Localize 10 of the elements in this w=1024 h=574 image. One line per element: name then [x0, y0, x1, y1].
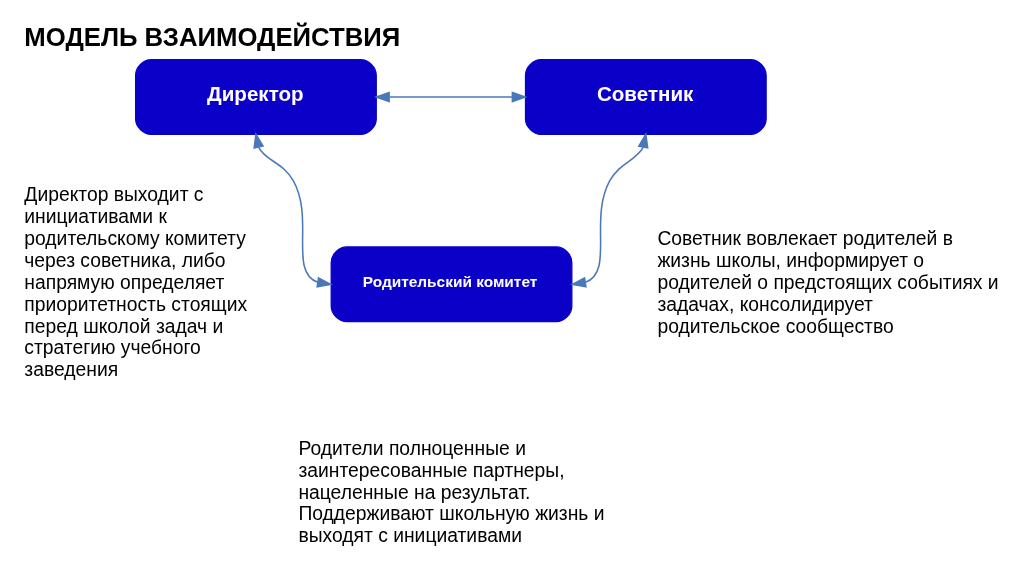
arrow [373, 90, 528, 103]
node-box: Родительский комитет [330, 245, 573, 322]
diagram-title: МОДЕЛЬ ВЗАИМОДЕЙСТВИЯ [24, 22, 401, 51]
label: Советник вовлекает родителей в жизнь школы, информирует о родителей о предстоящих событиях и задачах, консолидирует родительское сообщество [657, 227, 999, 337]
node-box: Советник [524, 58, 767, 135]
label: Родители полноценные и заинтересованные партнеры, нацеленные на результат. Поддерживают школьную жизнь и выходят с инициативами [298, 437, 605, 546]
label: Директор выходит с инициативами к родительскому комитету через советника, либо напрямую определяет приоритетность стоящих перед школой задач и стратегию учебного заведения [24, 183, 248, 380]
arrow [253, 131, 333, 288]
arrow [570, 131, 649, 288]
node-box: Директор [135, 58, 377, 135]
